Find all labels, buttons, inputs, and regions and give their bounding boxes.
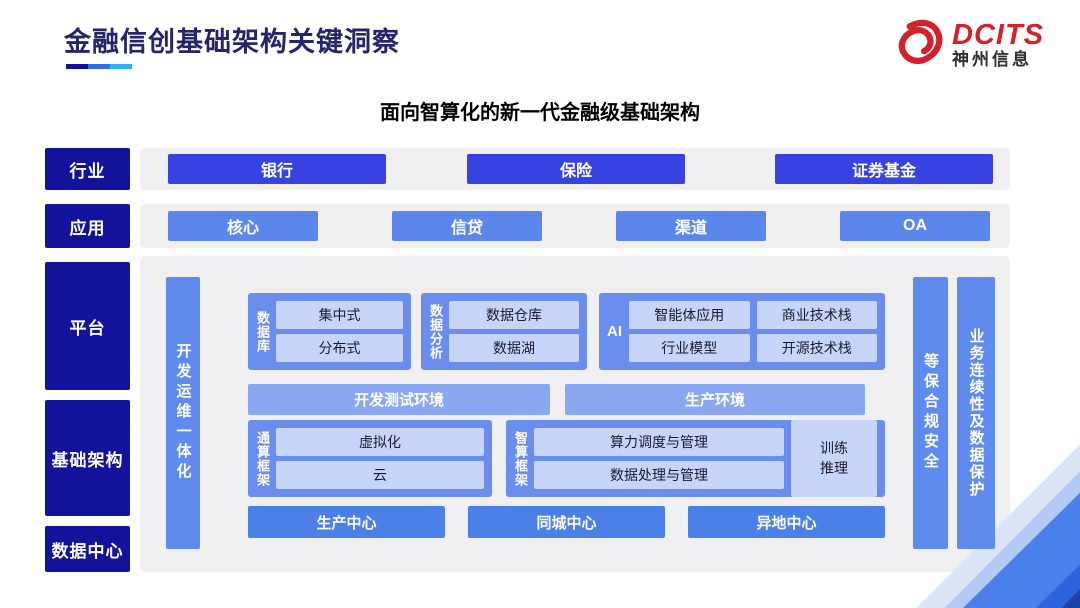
general-computing-framework-group: 通算框架 虚拟化 云 xyxy=(248,420,492,497)
framework-item-cloud: 云 xyxy=(276,461,484,489)
framework-item-data-management: 数据处理与管理 xyxy=(534,461,784,489)
rail-label-industry: 行业 xyxy=(45,148,130,190)
rail-label-datacenter: 数据中心 xyxy=(45,526,130,572)
page-title: 金融信创基础架构关键洞察 xyxy=(64,27,400,57)
diagram-subtitle: 面向智算化的新一代金融级基础架构 xyxy=(380,102,700,124)
rail-label-application: 应用 xyxy=(45,204,130,248)
analysis-item-lake: 数据湖 xyxy=(449,334,579,362)
devops-bar: 开发运维一体化 xyxy=(166,277,200,549)
same-city-center-block: 同城中心 xyxy=(468,506,665,538)
ai-item-industry-models: 行业模型 xyxy=(629,334,750,362)
ai-group-label: AI xyxy=(607,323,622,340)
app-block-credit: 信贷 xyxy=(392,211,542,241)
continuity-protection-bar: 业务连续性及数据保护 xyxy=(957,277,995,549)
database-group: 数据库 集中式 分布式 xyxy=(248,293,411,370)
framework-item-virtualization: 虚拟化 xyxy=(276,428,484,456)
production-center-block: 生产中心 xyxy=(248,506,445,538)
industry-block-bank: 银行 xyxy=(168,154,386,184)
analysis-item-warehouse: 数据仓库 xyxy=(449,301,579,329)
ai-item-agent-apps: 智能体应用 xyxy=(629,301,750,329)
data-analysis-group-label: 数据分析 xyxy=(428,303,443,360)
dev-test-environment-bar: 开发测试环境 xyxy=(248,384,550,415)
ai-computing-framework-group: 智算框架 算力调度与管理 数据处理与管理 训练 推理 xyxy=(506,420,885,497)
database-item-distributed: 分布式 xyxy=(276,334,403,362)
app-block-channel: 渠道 xyxy=(616,211,766,241)
ai-group: AI 智能体应用 行业模型 商业技术栈 开源技术栈 xyxy=(599,293,885,370)
database-group-label: 数据库 xyxy=(255,310,270,353)
ai-item-commercial-stack: 商业技术栈 xyxy=(756,301,877,329)
data-analysis-group: 数据分析 数据仓库 数据湖 xyxy=(421,293,587,370)
app-block-oa: OA xyxy=(840,211,990,241)
company-logo: DCITS 神州信息 xyxy=(892,16,1044,73)
remote-center-block: 异地中心 xyxy=(688,506,885,538)
logo-company-text: 神州信息 xyxy=(952,49,1032,69)
app-block-core: 核心 xyxy=(168,211,318,241)
rail-label-platform: 平台 xyxy=(45,262,130,390)
general-framework-label: 通算框架 xyxy=(255,430,270,487)
ai-item-opensource-stack: 开源技术栈 xyxy=(756,334,877,362)
production-environment-bar: 生产环境 xyxy=(565,384,865,415)
ai-framework-label: 智算框架 xyxy=(513,430,528,487)
framework-item-training-inference: 训练 推理 xyxy=(791,420,877,497)
industry-block-securities: 证券基金 xyxy=(775,154,993,184)
dcits-swirl-icon xyxy=(892,16,944,73)
security-compliance-bar: 等保合规安全 xyxy=(913,277,948,549)
logo-brand-text: DCITS xyxy=(952,19,1044,52)
title-underline xyxy=(66,64,132,69)
database-item-centralized: 集中式 xyxy=(276,301,403,329)
framework-item-compute-scheduling: 算力调度与管理 xyxy=(534,428,784,456)
industry-block-insurance: 保险 xyxy=(467,154,685,184)
rail-label-infrastructure: 基础架构 xyxy=(45,400,130,516)
